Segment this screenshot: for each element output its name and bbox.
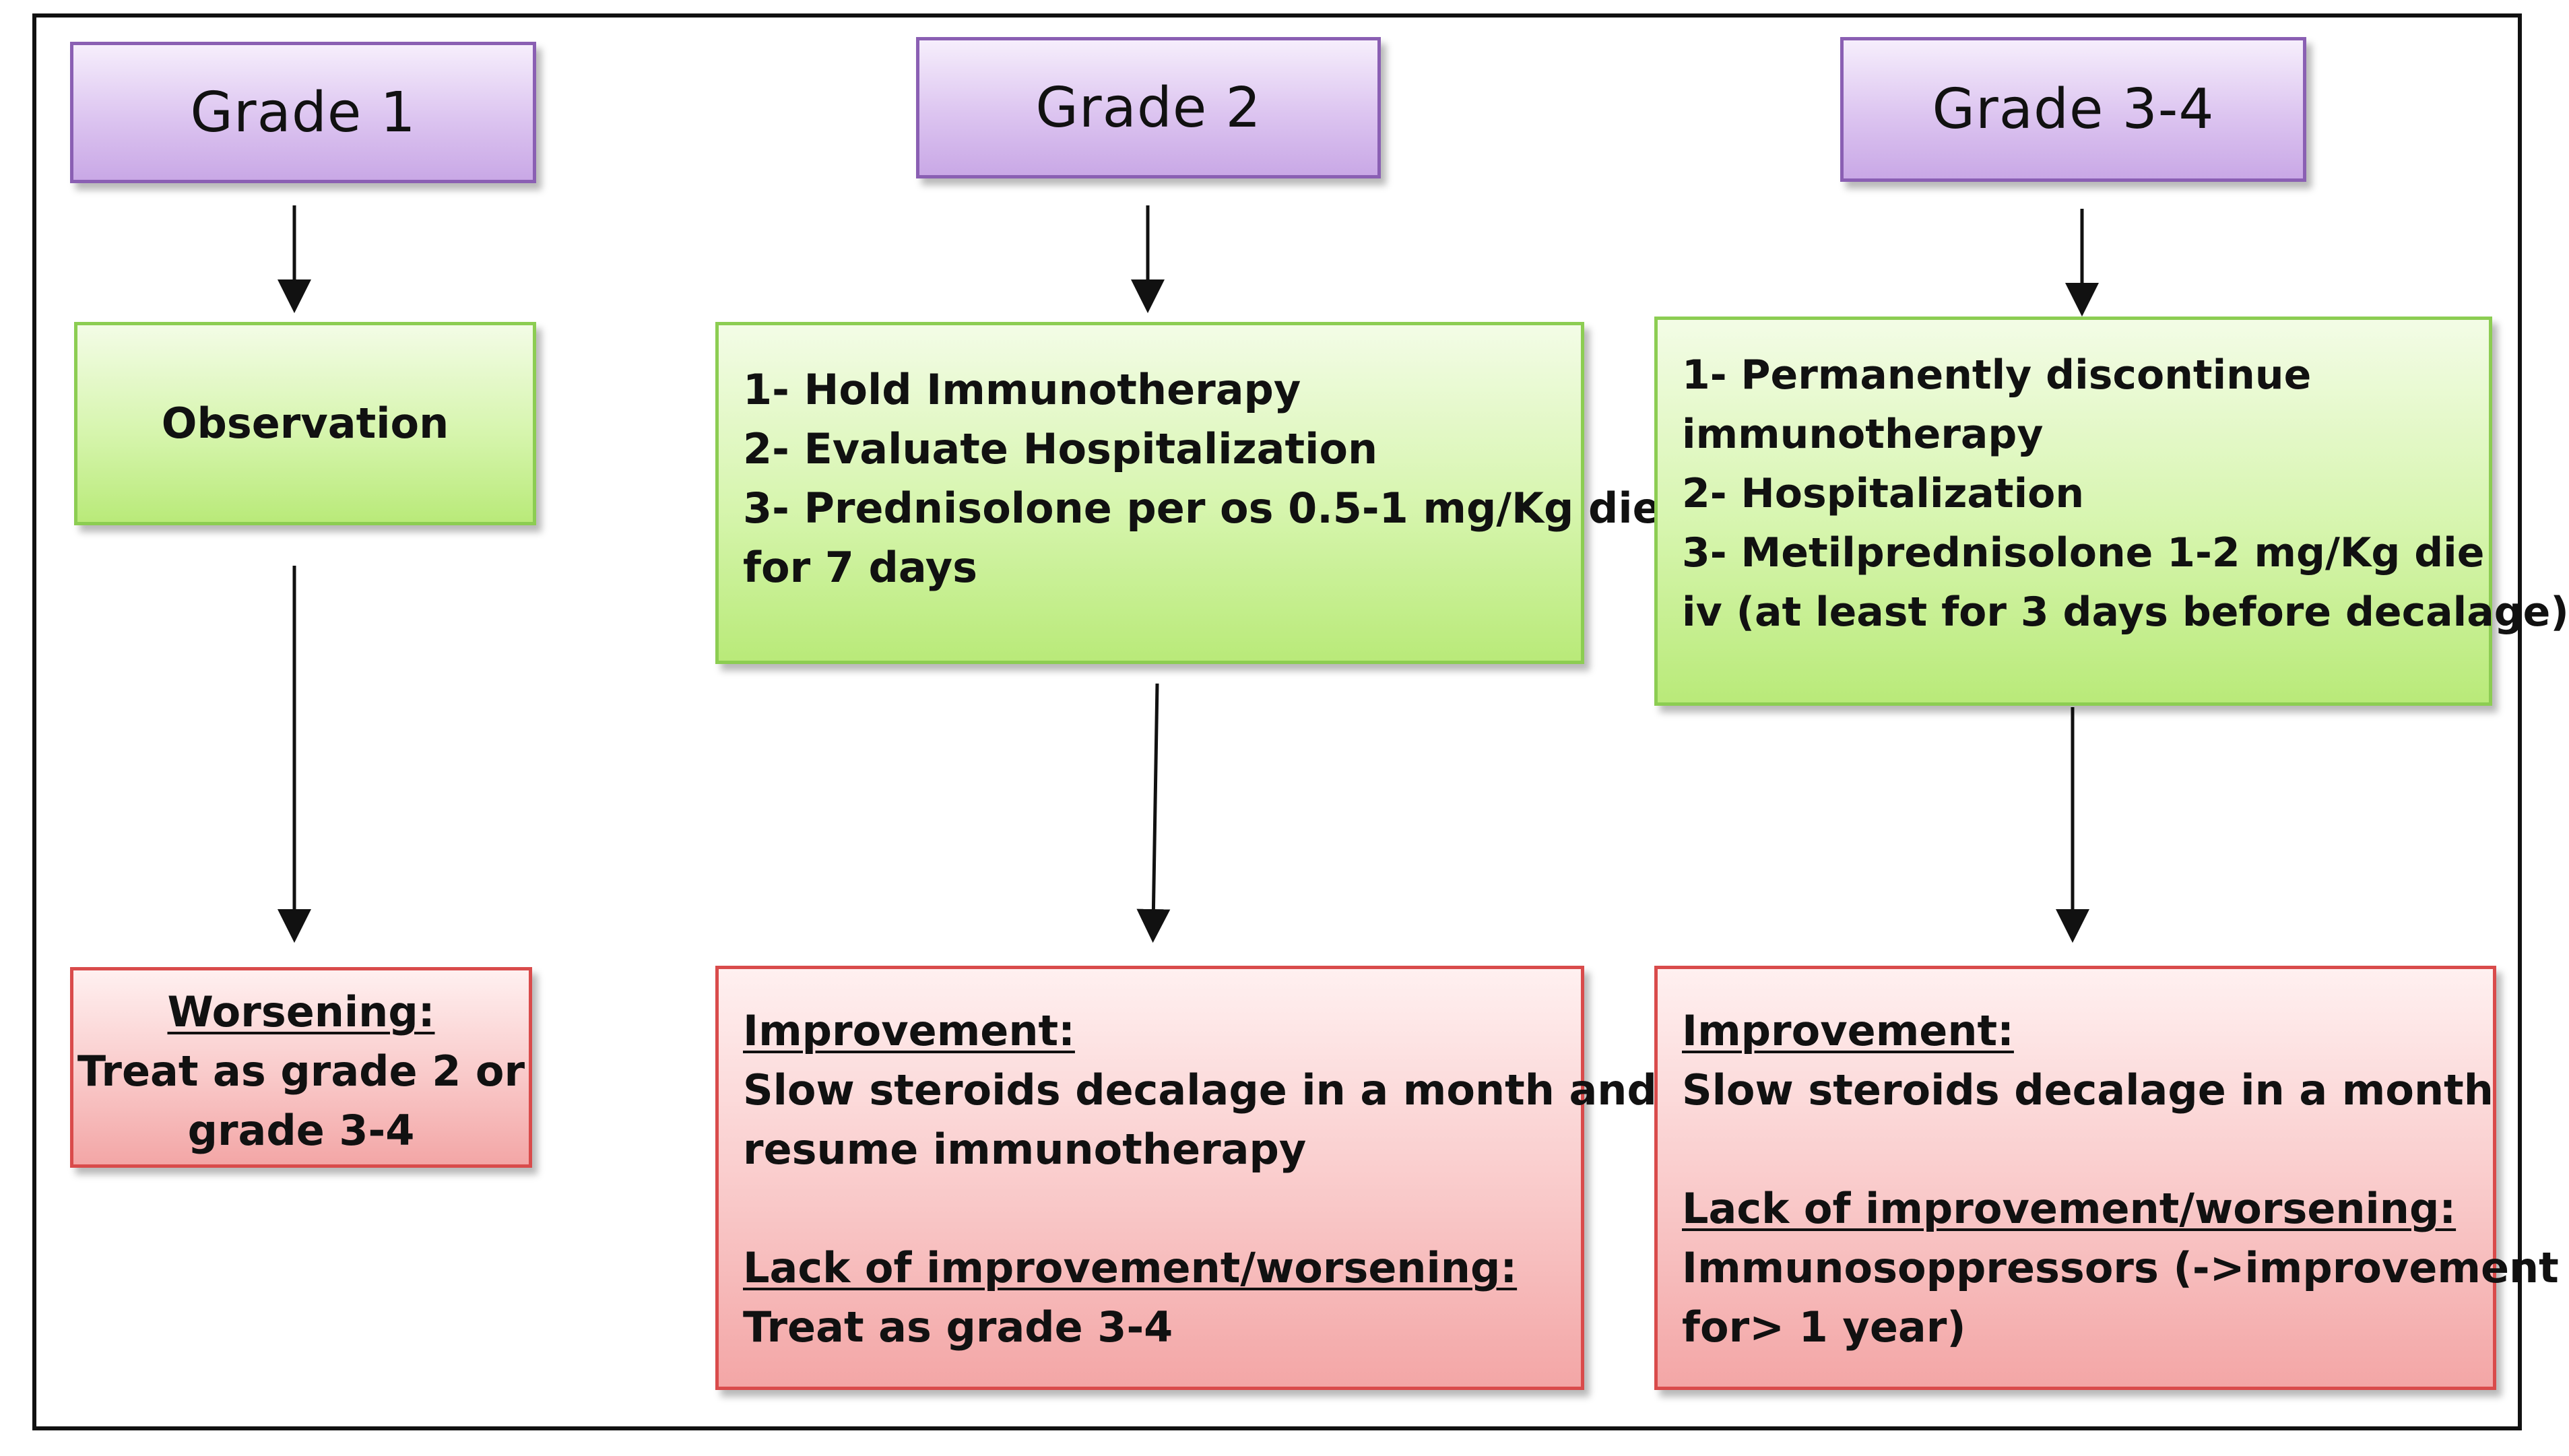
grade-3-4-action-line-5: iv (at least for 3 days before decalage) [1682,589,2569,636]
grade-2-box: Grade 2 [916,37,1381,178]
grade-2-improvement-heading: Improvement: [743,1006,1075,1055]
grade-1-outcome-line-1: Treat as grade 2 or [77,1047,525,1096]
grade-2-improvement-line-1: Slow steroids decalage in a month and [743,1065,1657,1115]
grade-1-outcome-line-2: grade 3-4 [187,1106,415,1155]
grade-2-action-line-3: 3- Prednisolone per os 0.5-1 mg/Kg die [743,484,1661,533]
grade-2-action-line-1: 1- Hold Immunotherapy [743,365,1301,414]
grade-3-4-action-box: 1- Permanently discontinue immunotherapy… [1654,317,2569,706]
spacer [1682,1120,2469,1179]
grade-1-box: Grade 1 [70,42,536,183]
grade-3-4-label: Grade 3-4 [1932,77,2215,141]
grade-3-4-action-line-4: 3- Metilprednisolone 1-2 mg/Kg die [1682,529,2485,576]
diagram-frame [32,13,2522,1430]
grade-2-label: Grade 2 [1035,75,1262,140]
grade-3-4-action-line-3: 2- Hospitalization [1682,470,2085,517]
grade-1-outcome-box: Worsening: Treat as grade 2 or grade 3-4 [70,967,532,1168]
grade-2-lack-line-1: Treat as grade 3-4 [743,1302,1173,1352]
grade-2-lack-heading: Lack of improvement/worsening: [743,1243,1518,1292]
grade-1-action-box: Observation [74,322,536,525]
grade-1-action-line: Observation [161,399,449,448]
grade-3-4-outcome-box: Improvement: Slow steroids decalage in a… [1654,966,2559,1390]
grade-2-action-box: 1- Hold Immunotherapy 2- Evaluate Hospit… [715,322,1661,664]
grade-3-4-action-line-1: 1- Permanently discontinue [1682,352,2312,399]
grade-3-4-box: Grade 3-4 [1840,37,2306,182]
grade-2-improvement-line-2: resume immunotherapy [743,1125,1307,1174]
grade-3-4-improvement-heading: Improvement: [1682,1006,2014,1055]
grade-2-action-line-4: for 7 days [743,543,978,592]
grade-3-4-lack-line-2: for> 1 year) [1682,1302,1966,1352]
grade-2-outcome-box: Improvement: Slow steroids decalage in a… [715,966,1657,1390]
grade-3-4-improvement-line-1: Slow steroids decalage in a month [1682,1065,2494,1115]
arrow-action2-to-outcome [1136,683,1171,943]
grade-1-outcome-heading: Worsening: [167,987,435,1036]
grade-2-action-line-2: 2- Evaluate Hospitalization [743,424,1378,473]
spacer [743,1179,1557,1238]
grade-3-4-lack-heading: Lack of improvement/worsening: [1682,1184,2457,1233]
grade-3-4-lack-line-1: Immunosoppressors (->improvement [1682,1243,2559,1292]
grade-3-4-action-line-2: immunotherapy [1682,411,2044,458]
grade-1-label: Grade 1 [190,80,416,145]
